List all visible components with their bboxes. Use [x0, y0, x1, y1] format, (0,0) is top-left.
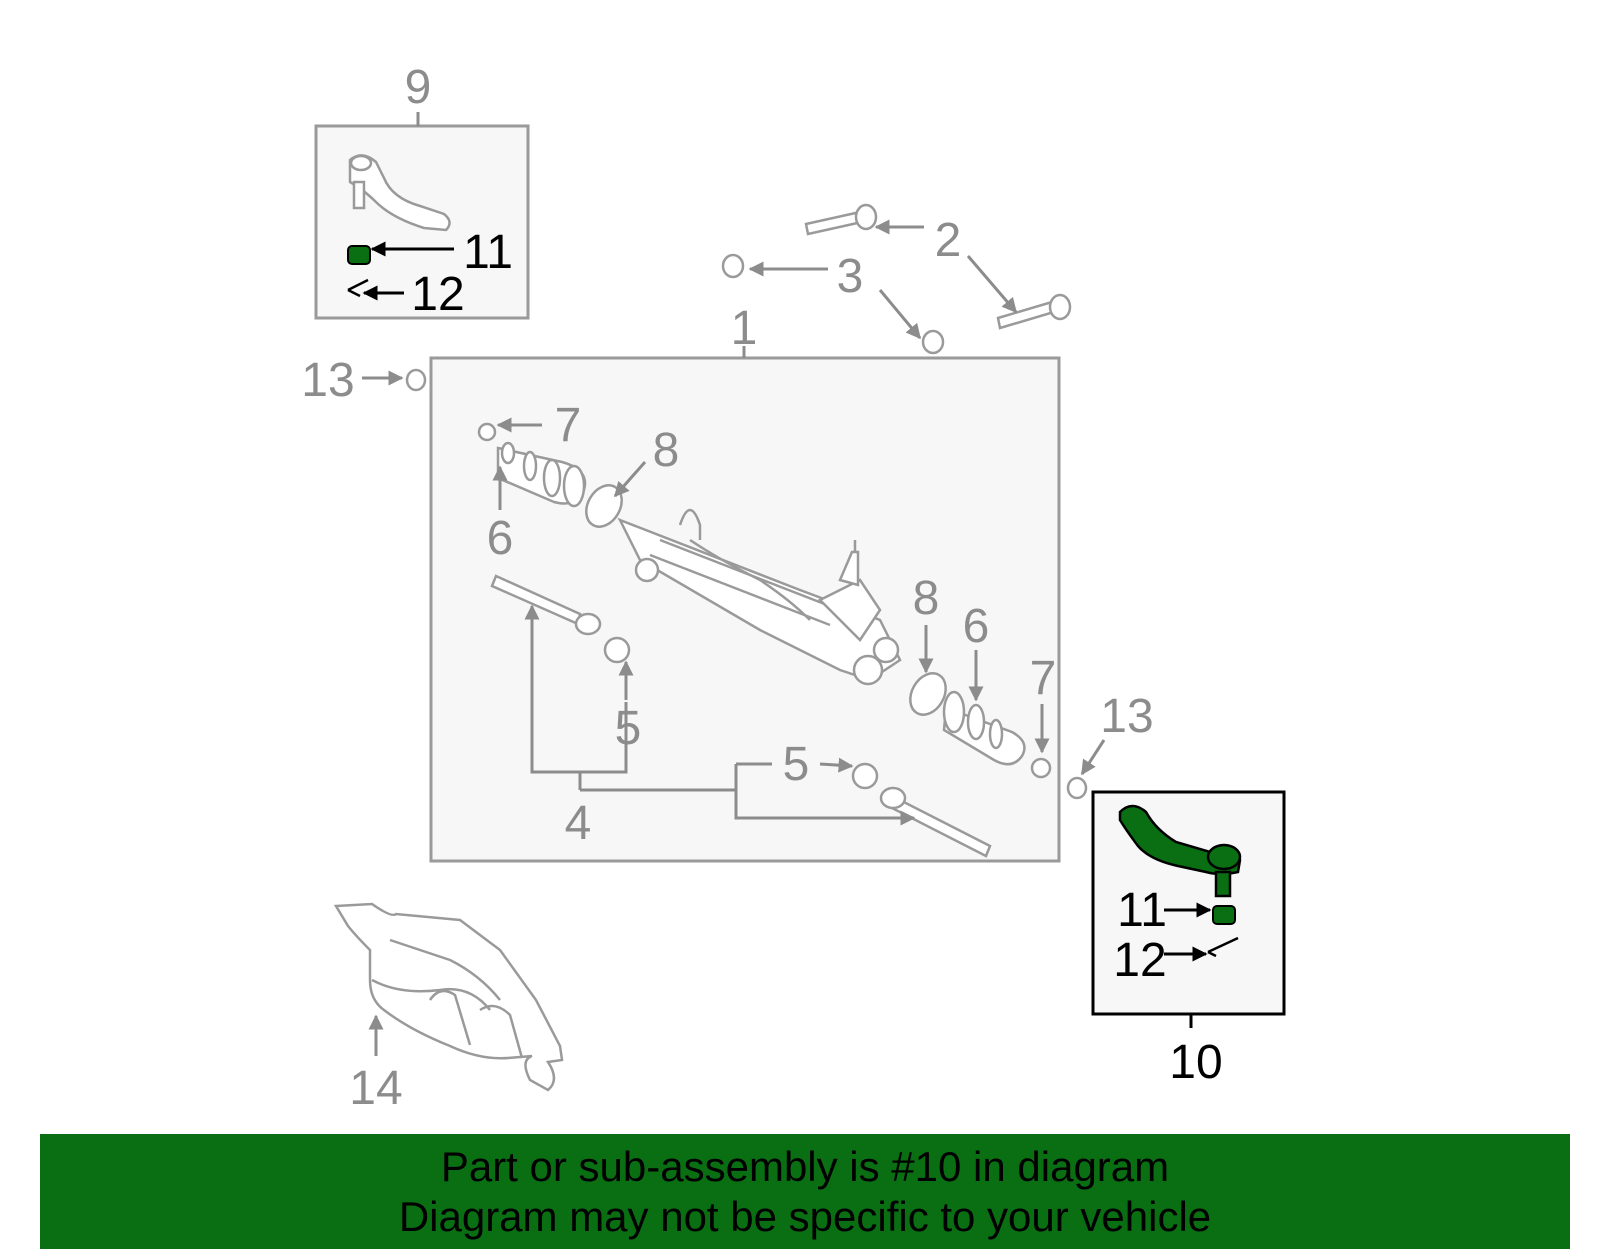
- washer-5-left: [603, 636, 631, 664]
- banner-line-1: Part or sub-assembly is #10 in diagram: [440, 1143, 1170, 1190]
- callout-4: 4: [565, 797, 592, 850]
- callout-13-right: 13: [1100, 690, 1153, 743]
- banner-line-2: Diagram may not be specific to your vehi…: [398, 1193, 1212, 1240]
- cotter-pin-12-lower: [1207, 936, 1239, 958]
- clamp-7-left: [477, 422, 497, 442]
- info-banner: Part or sub-assembly is #10 in diagram D…: [40, 1134, 1570, 1249]
- ring-8-right: [909, 672, 947, 716]
- callout-3: 3: [837, 250, 864, 303]
- steering-rack-diagram: 9 1 2 3 13 13 7 7 8 8 6 6 5 5 4 14 11 12…: [301, 61, 1286, 1115]
- callout-5-left: 5: [615, 702, 642, 755]
- callout-13-left: 13: [301, 354, 354, 407]
- clamp-7-right: [1030, 757, 1052, 779]
- boot-6-left: [496, 441, 587, 508]
- callout-7-right: 7: [1030, 652, 1057, 705]
- rack-housing-part: [617, 508, 902, 686]
- nut-3-upper: [721, 253, 745, 279]
- callout-1: 1: [731, 302, 758, 355]
- nut-11-upper: [347, 245, 371, 265]
- box-9: [314, 112, 530, 320]
- washer-5-right: [851, 762, 879, 790]
- inner-tie-rod-4-left: [490, 574, 602, 636]
- bolt-2-upper: [804, 203, 878, 236]
- tie-rod-end-9-part: [348, 154, 451, 232]
- callout-7-left: 7: [555, 399, 582, 452]
- shield-14-part: [333, 902, 564, 1092]
- callout-12-upper: 12: [411, 268, 464, 321]
- callout-5-right: 5: [783, 738, 810, 791]
- callout-6-right: 6: [963, 600, 990, 653]
- callout-14: 14: [349, 1062, 402, 1115]
- callout-12-lower: 12: [1113, 934, 1166, 987]
- callout-8-left: 8: [653, 424, 680, 477]
- callout-11-upper: 11: [463, 226, 513, 279]
- callout-11-lower: 11: [1117, 884, 1167, 937]
- outer-tie-rod-end-10-part: [1118, 804, 1242, 898]
- box-10: [1091, 790, 1286, 1028]
- bolt-2-lower: [996, 293, 1072, 330]
- callout-8-right: 8: [913, 572, 940, 625]
- nut-3-lower: [921, 329, 945, 355]
- callout-10: 10: [1169, 1036, 1222, 1089]
- nut-13-right: [1066, 776, 1088, 800]
- boot-6-right: [942, 690, 1026, 766]
- callout-2: 2: [935, 214, 962, 267]
- nut-11-lower: [1212, 905, 1236, 925]
- callout-9: 9: [405, 61, 432, 114]
- cotter-pin-12-upper: [347, 278, 369, 298]
- box-1: [429, 346, 1061, 863]
- nut-13-left: [405, 368, 427, 392]
- callout-6-left: 6: [487, 512, 514, 565]
